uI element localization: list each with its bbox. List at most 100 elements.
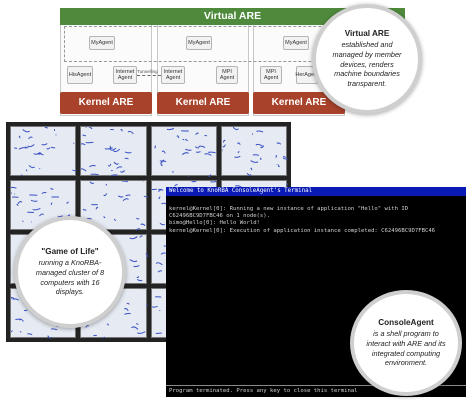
cell-stroke [106,323,110,326]
cell-stroke [20,174,23,177]
cell-stroke [197,145,205,149]
cell-stroke [120,170,126,173]
cell-stroke [157,196,160,200]
cell-stroke [131,326,139,330]
agent-myagent-3: MyAgent [283,36,309,50]
cell-stroke [22,129,31,133]
cell-pattern [13,126,77,177]
cell-stroke [171,171,174,173]
cell-stroke [275,154,277,158]
cell-stroke [23,309,28,312]
agent-mpi-2: MPI Agent [260,66,282,84]
kernel-are-1: Kernel ARE [60,92,152,114]
terminal-line: kernel@Kernel[0]: Execution of applicati… [169,227,436,234]
terminal-footer: Program terminated. Press any key to clo… [166,385,466,395]
cell-stroke [136,275,140,279]
cell-stroke [246,172,252,176]
cell-stroke [237,151,240,154]
cell-stroke [137,279,143,282]
display-screen [220,126,288,176]
cell-stroke [16,203,19,207]
cell-stroke [85,141,94,144]
cell-stroke [276,142,281,145]
cell-stroke [85,125,93,130]
cell-stroke [157,270,162,273]
cell-stroke [282,156,286,158]
callout-console-agent: ConsoleAgent is a shell program to inter… [350,290,462,396]
cell-stroke [47,335,52,339]
agent-hisagent: HisAgent [67,66,93,84]
cell-stroke [135,228,141,231]
cell-stroke [89,164,97,168]
terminal-line: kernel@Kernel[0]: Running a new instance… [169,206,412,220]
cell-stroke [137,331,146,334]
agent-mpi-1: MPI Agent [216,66,238,84]
cell-stroke [160,252,166,255]
cell-stroke [184,148,192,151]
cell-stroke [207,151,216,154]
cell-stroke [194,132,199,135]
cell-pattern [6,186,83,229]
callout-console-body: is a shell program to interact with ARE … [366,328,446,368]
cell-stroke [50,202,53,205]
cell-stroke [157,189,164,192]
callout-game-body: running a KnoRBA-managed cluster of 8 co… [35,257,105,297]
cell-stroke [90,173,100,176]
cell-stroke [129,259,138,262]
cell-stroke [44,126,49,129]
cell-stroke [18,147,27,150]
cell-stroke [24,146,29,149]
cell-stroke [13,147,18,149]
cell-stroke [194,146,200,149]
cell-stroke [285,182,291,186]
cell-stroke [126,302,130,305]
callout-game-of-life: "Game of Life" running a KnoRBA-managed … [14,216,126,328]
cell-stroke [32,208,41,211]
cell-stroke [222,139,226,143]
cell-stroke [66,201,69,204]
callout-virtual-title: Virtual ARE [344,28,390,38]
cell-stroke [33,151,41,155]
cell-stroke [151,305,158,308]
cell-stroke [19,318,24,322]
cell-stroke [209,180,217,183]
cell-stroke [17,201,23,204]
cell-stroke [184,139,188,142]
cell-stroke [82,208,87,211]
cell-stroke [118,195,124,198]
agent-myagent-1: MyAgent [89,36,115,50]
cell-stroke [161,150,166,154]
cell-stroke [255,143,263,147]
agent-myagent-2: MyAgent [186,36,212,50]
cell-stroke [103,216,106,219]
cell-stroke [82,134,87,137]
cell-stroke [12,298,19,301]
cell-stroke [116,166,123,169]
cell-stroke [50,187,54,190]
cell-pattern [79,125,135,176]
cell-stroke [159,222,165,226]
cell-stroke [153,145,156,149]
cell-stroke [259,145,264,149]
agent-internet-1: Internet Agent [113,66,137,84]
cell-stroke [104,147,114,150]
callout-virtual-are: Virtual ARE established and managed by m… [312,4,422,114]
cell-stroke [187,176,191,179]
cell-stroke [113,148,121,153]
cell-stroke [89,181,95,184]
cell-stroke [124,157,129,160]
callout-console-title: ConsoleAgent [378,317,434,327]
cell-stroke [124,307,129,312]
cell-stroke [195,151,201,153]
cell-pattern [153,127,216,179]
cell-stroke [38,152,42,155]
display-screen [10,126,77,177]
cell-stroke [250,160,259,163]
cell-stroke [6,191,13,194]
cell-stroke [9,330,13,333]
cell-stroke [79,168,87,172]
kernel-are-2: Kernel ARE [157,92,249,114]
agent-internet-2: Internet Agent [161,66,185,84]
cell-pattern [220,126,288,176]
cell-stroke [233,155,241,158]
